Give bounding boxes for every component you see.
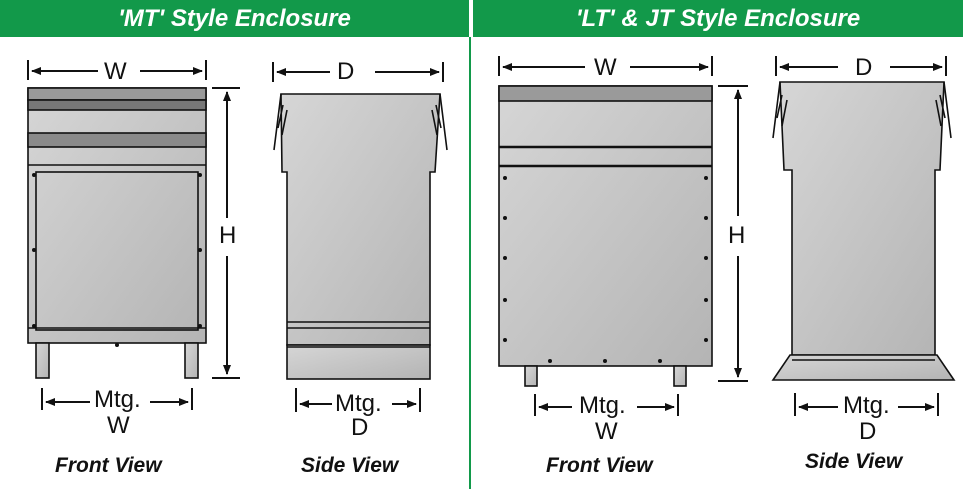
mt-front-view-caption: Front View (55, 454, 162, 477)
lt-side-view-drawing (771, 81, 956, 381)
mt-front-width-label: W (104, 58, 127, 85)
mt-side-depth-label: D (337, 58, 355, 85)
mt-enclosure-header: 'MT' Style Enclosure (0, 0, 469, 37)
mt-front-left-leg (35, 342, 50, 379)
lt-front-width-label: W (594, 54, 617, 81)
lt-front-mtg-w-label: W (595, 418, 618, 445)
lt-side-mtg-d-label: D (859, 418, 877, 445)
lt-front-right-foot (673, 365, 687, 387)
lt-front-view-caption: Front View (546, 454, 653, 477)
mt-front-mtg-label: Mtg. (94, 386, 141, 413)
mt-side-mtg-label: Mtg. (335, 390, 382, 417)
lt-front-body (498, 85, 713, 367)
lt-side-depth-label: D (855, 54, 873, 81)
mt-front-dimension-lines (27, 60, 240, 410)
mt-side-base (286, 344, 431, 380)
mt-side-view-caption: Side View (301, 454, 399, 477)
lt-side-view-caption: Side View (805, 450, 903, 473)
mt-front-view-drawing (27, 87, 207, 379)
mt-front-height-label: H (219, 222, 237, 249)
lt-jt-enclosure-header: 'LT' & JT Style Enclosure (473, 0, 963, 37)
mt-side-body (280, 93, 441, 346)
lt-front-height-label: H (728, 222, 746, 249)
mt-side-dimension-lines (272, 62, 444, 412)
lt-front-dimension-lines (498, 56, 748, 416)
lt-front-mtg-label: Mtg. (579, 392, 626, 419)
lt-side-body (779, 81, 945, 356)
mt-side-view-drawing (273, 93, 448, 380)
lt-front-view-drawing (498, 85, 713, 387)
lt-front-left-foot (524, 365, 538, 387)
lt-side-dimension-lines (775, 56, 947, 416)
mt-side-mtg-d-label: D (351, 414, 369, 441)
lt-side-mtg-label: Mtg. (843, 392, 890, 419)
mt-front-body (27, 87, 207, 344)
lt-side-base (771, 354, 956, 381)
mt-front-right-leg (184, 342, 199, 379)
section-divider (469, 37, 471, 489)
mt-front-mtg-w-label: W (107, 412, 130, 439)
